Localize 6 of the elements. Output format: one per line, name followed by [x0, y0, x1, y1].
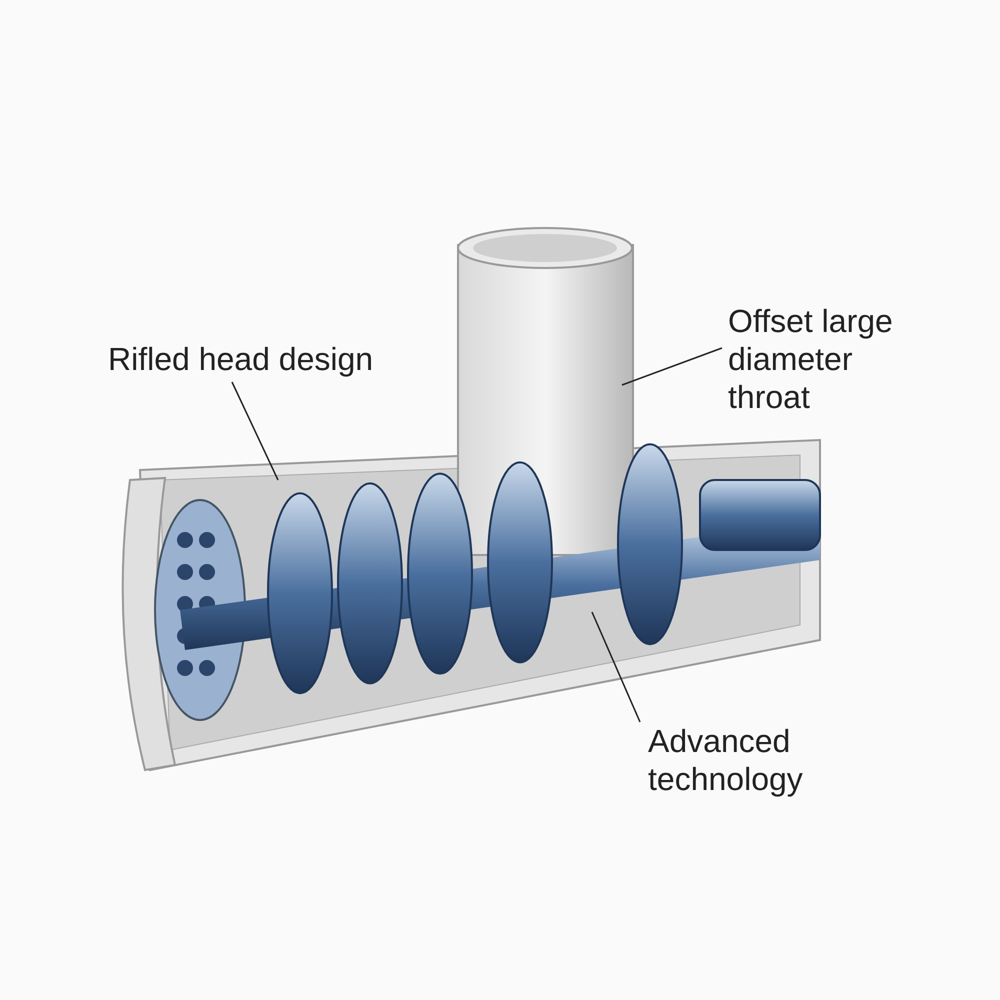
leader-line: [622, 347, 722, 386]
callout-label: Rifled head design: [108, 340, 374, 378]
leader-line: [231, 382, 279, 480]
callout-label: Offset large diameter throat: [728, 302, 894, 416]
callout-label: Advanced technology: [648, 722, 804, 798]
leader-line: [591, 612, 641, 722]
